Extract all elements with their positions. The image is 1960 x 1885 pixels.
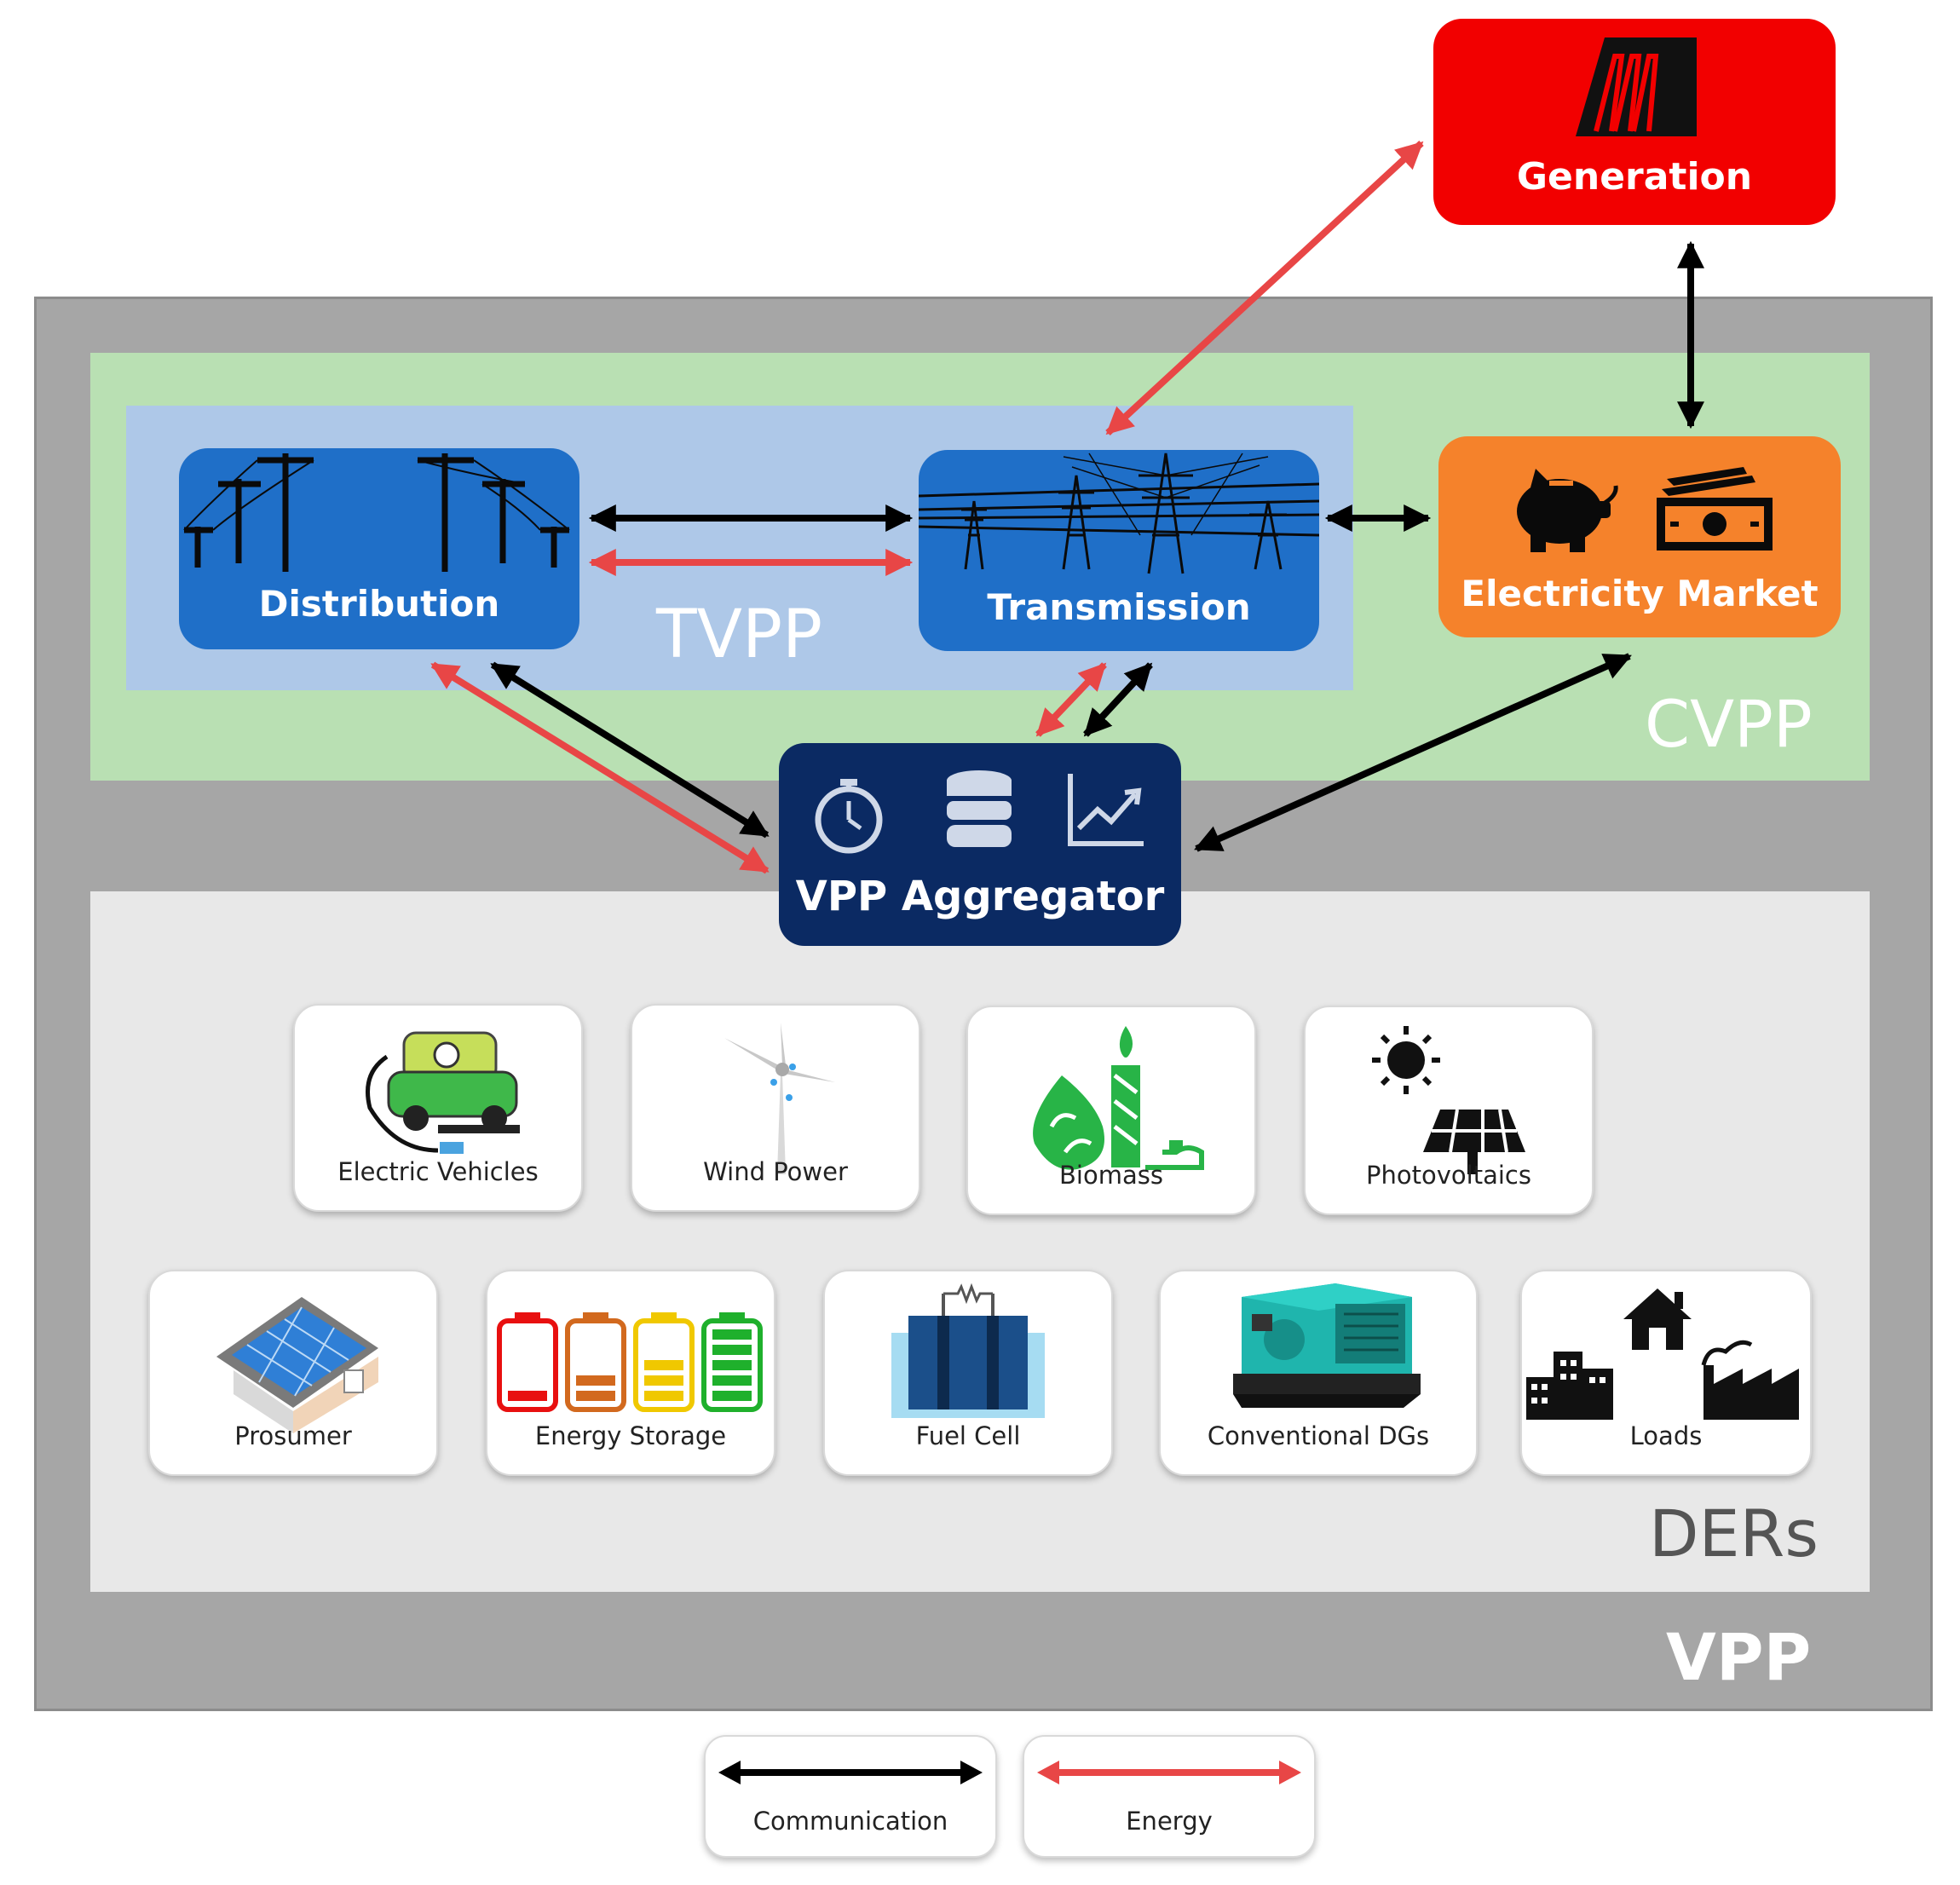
power-pole-icon <box>183 453 570 572</box>
biomass-icon <box>1033 1026 1204 1170</box>
generation-node[interactable]: Generation <box>1433 19 1836 225</box>
house-solar-icon <box>216 1297 378 1433</box>
legend-communication-label: Communication <box>752 1807 948 1836</box>
ders-region <box>90 891 1870 1592</box>
legend-energy-label: Energy <box>1126 1807 1213 1836</box>
der-card-fuel-cell[interactable]: Fuel Cell <box>823 1270 1113 1476</box>
distribution-label: Distribution <box>258 583 500 625</box>
ders-label: DERs <box>1649 1496 1819 1571</box>
cvpp-label: CVPP <box>1645 686 1813 762</box>
stopwatch-icon <box>815 779 883 854</box>
der-label-conventional-dgs: Conventional DGs <box>1207 1421 1430 1450</box>
vpp-aggregator-label: VPP Aggregator <box>795 873 1165 920</box>
dam-icon <box>1576 37 1697 136</box>
wind-turbine-icon <box>724 1023 835 1174</box>
legend-energy: Energy <box>1023 1735 1316 1858</box>
der-label-loads: Loads <box>1629 1421 1703 1450</box>
der-card-prosumer[interactable]: Prosumer <box>148 1270 438 1476</box>
cash-icon <box>1657 467 1773 551</box>
der-card-photovoltaics[interactable]: Photovoltaics <box>1304 1006 1594 1215</box>
electricity-market-label: Electricity Market <box>1461 573 1819 614</box>
der-label-electric-vehicles: Electric Vehicles <box>337 1157 539 1186</box>
der-label-fuel-cell: Fuel Cell <box>915 1421 1021 1450</box>
der-label-photovoltaics: Photovoltaics <box>1366 1161 1531 1190</box>
communication-arrow-icon <box>718 1761 983 1784</box>
fuel-cell-icon <box>891 1283 1045 1418</box>
legend-communication: Communication <box>704 1735 997 1858</box>
piggy-bank-icon <box>1517 469 1618 552</box>
der-card-conventional-dgs[interactable]: Conventional DGs <box>1159 1270 1478 1476</box>
line-chart-icon <box>1068 774 1144 846</box>
transmission-tower-icon <box>919 453 1319 574</box>
energy-arrow-icon <box>1037 1761 1301 1784</box>
database-icon <box>947 770 1012 847</box>
electricity-market-node[interactable]: Electricity Market <box>1438 436 1841 637</box>
loads-icon <box>1526 1288 1799 1420</box>
der-card-electric-vehicles[interactable]: Electric Vehicles <box>293 1004 583 1212</box>
der-card-energy-storage[interactable]: Energy Storage <box>486 1270 775 1476</box>
der-card-loads[interactable]: Loads <box>1520 1270 1812 1476</box>
vpp-label: VPP <box>1666 1619 1812 1695</box>
vpp-aggregator-node[interactable]: VPP Aggregator <box>779 743 1181 946</box>
transmission-label: Transmission <box>987 586 1251 628</box>
der-label-wind-power: Wind Power <box>703 1157 848 1186</box>
transmission-node[interactable]: Transmission <box>919 450 1319 651</box>
electric-vehicle-icon <box>366 1031 520 1154</box>
generator-icon <box>1233 1283 1421 1408</box>
der-label-biomass: Biomass <box>1059 1161 1163 1190</box>
der-card-wind-power[interactable]: Wind Power <box>631 1004 920 1212</box>
generation-label: Generation <box>1516 155 1753 199</box>
distribution-node[interactable]: Distribution <box>179 448 579 649</box>
der-label-energy-storage: Energy Storage <box>534 1421 727 1450</box>
tvpp-label: TVPP <box>656 597 823 673</box>
solar-panel-icon <box>1372 1026 1525 1174</box>
der-label-prosumer: Prosumer <box>234 1421 352 1450</box>
battery-icon <box>497 1312 763 1412</box>
der-card-biomass[interactable]: Biomass <box>966 1006 1256 1215</box>
